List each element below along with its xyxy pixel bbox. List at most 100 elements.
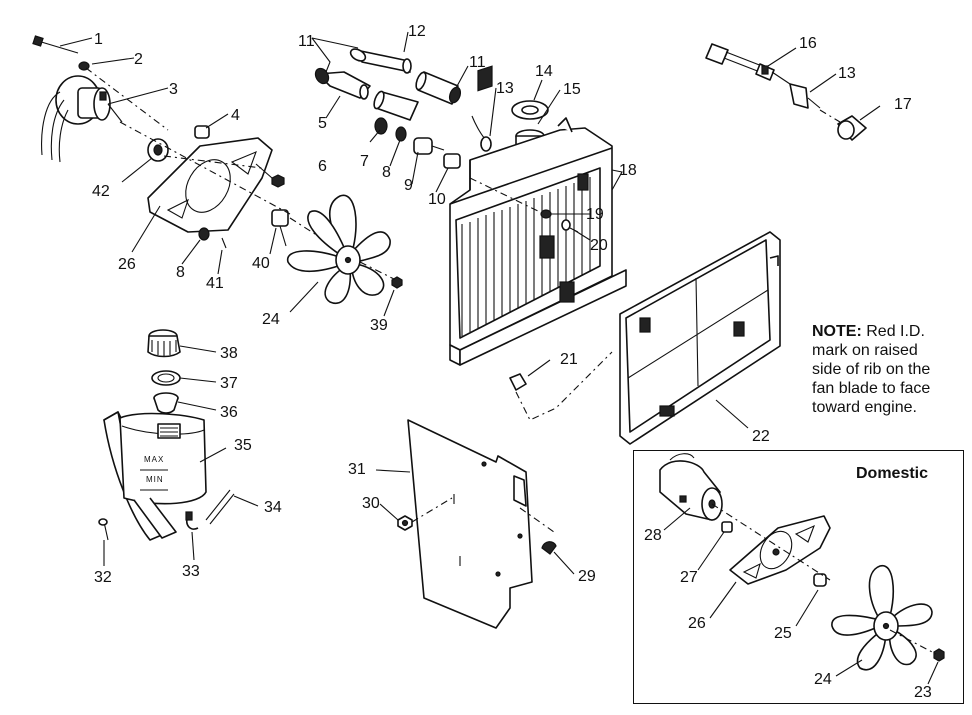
callout-37: 37 — [220, 375, 238, 392]
note-line-4: fan blade to face — [812, 380, 931, 397]
note-line-5: toward engine. — [812, 399, 917, 416]
callout-15: 15 — [563, 81, 581, 98]
max-marking: MAX — [144, 455, 164, 464]
domestic-plate-26 — [729, 515, 831, 585]
sensor-13 — [471, 115, 492, 152]
nut-6 — [271, 174, 285, 188]
callout-34: 34 — [264, 499, 282, 516]
callout-4: 4 — [231, 107, 240, 124]
clamp-7 — [374, 117, 388, 135]
min-marking: MIN — [146, 475, 164, 484]
bushing-42 — [147, 138, 169, 162]
callout-1: 1 — [94, 31, 103, 48]
callout-29: 29 — [578, 568, 596, 585]
callout-27: 27 — [680, 569, 698, 586]
callout-13a: 13 — [496, 80, 514, 97]
fan-blade — [287, 194, 391, 305]
callout-35: 35 — [234, 437, 252, 454]
callout-38: 38 — [220, 345, 238, 362]
hose-5 — [314, 67, 371, 100]
callout-19: 19 — [586, 206, 604, 223]
callout-17: 17 — [894, 96, 912, 113]
overflow-bottle: MAX MIN — [103, 411, 207, 541]
washer-8-lower — [198, 227, 210, 241]
note-line-2: mark on raised — [812, 342, 918, 359]
hose-upper — [415, 71, 462, 105]
callout-13b: 13 — [838, 65, 856, 82]
note-heading: NOTE: — [812, 323, 862, 340]
callout-9: 9 — [404, 177, 413, 194]
mounting-bracket — [407, 419, 533, 629]
hose-lower — [373, 90, 419, 121]
bolt-1 — [32, 35, 79, 54]
callout-18: 18 — [619, 162, 637, 179]
callout-10: 10 — [428, 191, 446, 208]
callout-3: 3 — [169, 81, 178, 98]
callout-20: 20 — [590, 237, 608, 254]
callout-12: 12 — [408, 23, 426, 40]
callout-23: 23 — [914, 684, 932, 701]
callout-36: 36 — [220, 404, 238, 421]
bottle-cap-38 — [147, 329, 181, 358]
bolt-41 — [221, 237, 227, 249]
assembly-note: NOTE: Red I.D. mark on raised side of ri… — [812, 322, 972, 417]
callout-8a: 8 — [382, 164, 391, 181]
callout-41: 41 — [206, 275, 224, 292]
note-line-1: Red I.D. — [866, 323, 925, 340]
callout-31: 31 — [348, 461, 366, 478]
callout-32: 32 — [94, 569, 112, 586]
fitting-10 — [443, 153, 461, 169]
grommet-21 — [509, 373, 527, 391]
domestic-fan-24 — [831, 565, 933, 671]
hose-clamp-33 — [185, 511, 199, 530]
domestic-inset-frame — [633, 450, 964, 704]
gasket-37 — [151, 370, 181, 386]
sensor-17 — [837, 115, 867, 141]
spacer-25 — [813, 573, 827, 587]
gasket-14 — [511, 100, 549, 120]
callouts: 1 2 3 4 11 12 5 11 13 14 15 16 13 17 18 … — [92, 23, 932, 701]
radiator — [449, 65, 627, 366]
mounting-plate — [147, 137, 273, 233]
hose-12 — [349, 48, 412, 74]
filler-neck-36 — [153, 392, 179, 414]
callout-7: 7 — [360, 153, 369, 170]
callout-39: 39 — [370, 317, 388, 334]
callout-26b: 26 — [688, 615, 706, 632]
fan-motor — [41, 75, 123, 163]
spacer-27 — [721, 521, 733, 533]
callout-22: 22 — [752, 428, 770, 445]
callout-2: 2 — [134, 51, 143, 68]
callout-33: 33 — [182, 563, 200, 580]
callout-8b: 8 — [176, 264, 185, 281]
callout-16: 16 — [799, 35, 817, 52]
callout-11b: 11 — [469, 54, 486, 71]
callout-25: 25 — [774, 625, 792, 642]
washer-19 — [540, 209, 552, 219]
callout-26a: 26 — [118, 256, 136, 273]
radiator-screen — [619, 231, 781, 445]
clip-29 — [541, 541, 557, 555]
callout-5: 5 — [318, 115, 327, 132]
overflow-hose-34 — [205, 489, 235, 525]
nut-23 — [933, 648, 945, 662]
spacer-40 — [271, 209, 289, 227]
callout-24b: 24 — [814, 671, 832, 688]
nut-30 — [397, 515, 413, 531]
spacer-4 — [194, 125, 210, 139]
callout-21: 21 — [560, 351, 578, 368]
callout-14: 14 — [535, 63, 553, 80]
callout-6: 6 — [318, 158, 327, 175]
domestic-inset-title: Domestic — [856, 465, 929, 482]
callout-42: 42 — [92, 183, 110, 200]
clamp-8 — [395, 126, 407, 142]
callout-24a: 24 — [262, 311, 280, 328]
callout-28: 28 — [644, 527, 662, 544]
nut-39 — [391, 276, 403, 289]
wire-harness — [705, 43, 821, 109]
callout-11a: 11 — [298, 33, 315, 50]
fitting-9 — [413, 137, 445, 155]
callout-40: 40 — [252, 255, 270, 272]
note-line-3: side of rib on the — [812, 361, 931, 378]
